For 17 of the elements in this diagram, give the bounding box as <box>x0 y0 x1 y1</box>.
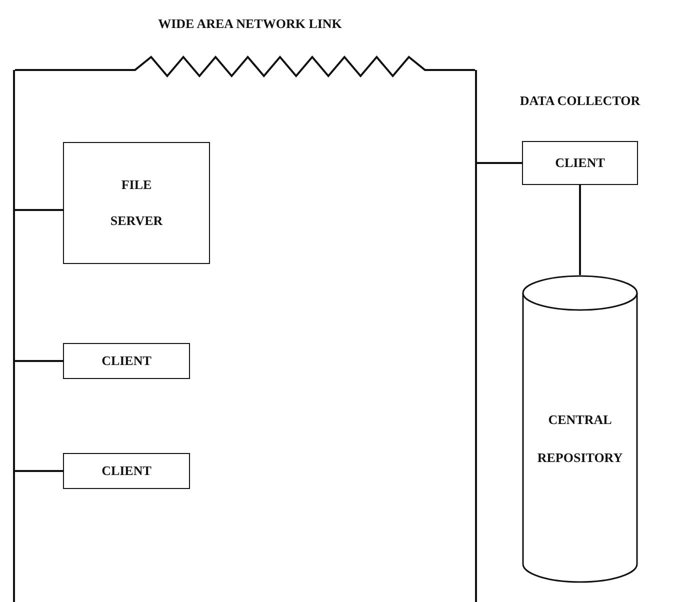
zigzag-link-line <box>15 55 475 78</box>
node-label: FILE SERVER <box>109 176 164 230</box>
connector-line <box>15 209 63 211</box>
node-label: CLIENT <box>555 154 605 172</box>
connector-line <box>579 185 581 275</box>
client-box <box>522 141 638 185</box>
connector-line <box>477 162 522 164</box>
node-label: CENTRAL REPOSITORY <box>536 410 624 466</box>
connector-line <box>15 470 63 472</box>
server-box <box>63 142 210 264</box>
client-box <box>63 453 190 489</box>
node-label: CLIENT <box>102 462 152 480</box>
client-box <box>63 343 190 379</box>
node-label: CLIENT <box>102 352 152 370</box>
network-bus-line <box>475 70 477 602</box>
network-bus-line <box>13 70 15 602</box>
connector-line <box>15 360 63 362</box>
